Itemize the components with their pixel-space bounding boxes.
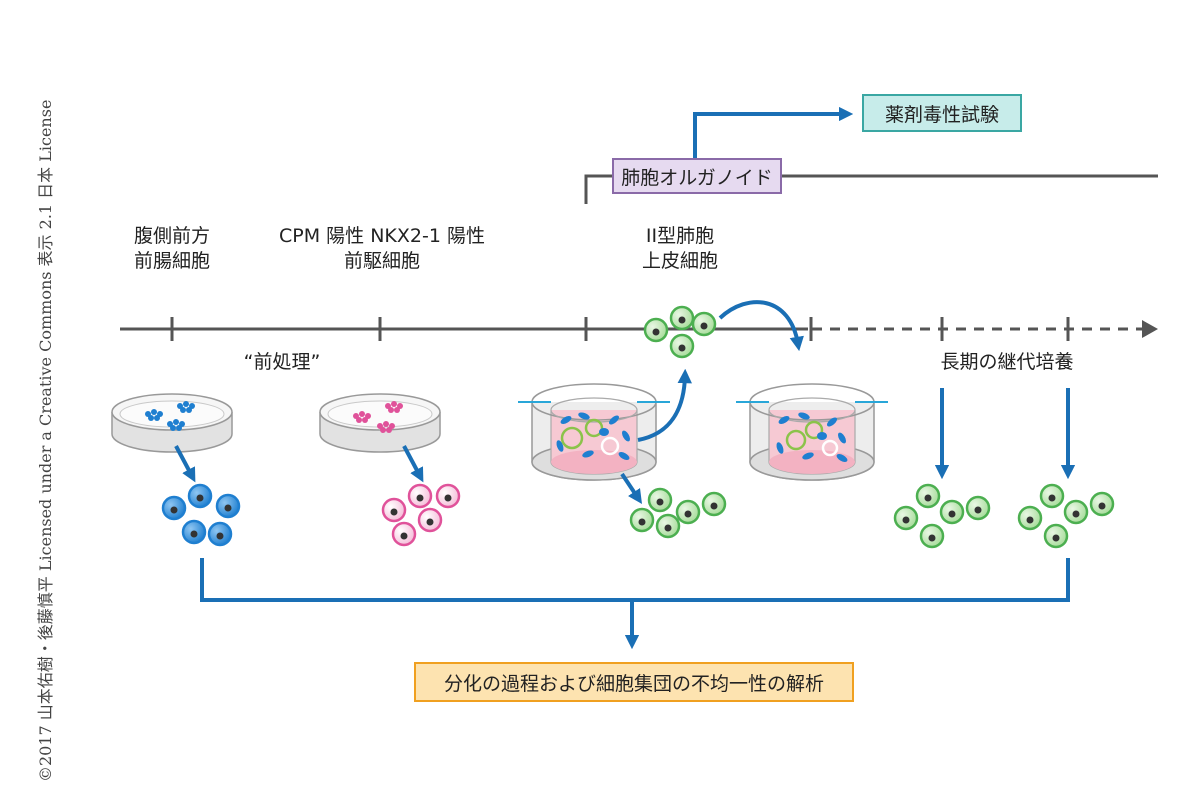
analysis-bracket <box>200 558 1070 602</box>
foregut-cell-cluster <box>161 483 241 547</box>
passage-culture-label: 長期の継代培養 <box>940 351 1074 373</box>
cell-nucleus <box>638 518 646 526</box>
transwell-output-cell-cluster <box>629 487 727 539</box>
cell-nucleus <box>1052 534 1060 542</box>
at2-cell-cluster <box>643 305 717 359</box>
toxicity-arrow <box>693 106 854 158</box>
copyright-credit: ©2017 山本佑樹・後藤慎平 Licensed under a Creativ… <box>36 99 55 782</box>
cell-nucleus <box>664 524 672 532</box>
cell-nucleus <box>216 532 224 540</box>
stage-label-foregut: 腹側前方 前腸細胞 <box>112 224 232 274</box>
stage-label-at2-line1: II型肺胞 <box>645 225 715 247</box>
cell-nucleus <box>1098 502 1106 510</box>
cell-nucleus <box>416 494 424 502</box>
transwell-culture-2 <box>736 383 888 481</box>
dish-foregut <box>111 393 233 453</box>
stage-label-progenitor-line1: CPM 陽性 NKX2-1 陽性 <box>279 225 485 247</box>
stage-label-at2: II型肺胞 上皮細胞 <box>620 224 740 274</box>
cell-nucleus <box>444 494 452 502</box>
cell-clusters <box>161 305 1115 549</box>
pretreatment-label: “前処理” <box>243 351 321 373</box>
organoid-bracket-left <box>584 174 612 204</box>
progenitor-cell-cluster <box>381 483 461 547</box>
cell-nucleus <box>1072 510 1080 518</box>
analysis-box: 分化の過程および細胞集団の不均一性の解析 <box>414 662 854 702</box>
organoid-box: 肺胞オルガノイド <box>612 158 782 194</box>
passage-cell-cluster-2 <box>1017 483 1115 549</box>
cell-nucleus <box>652 328 660 336</box>
cell-nucleus <box>974 506 982 514</box>
cell-nucleus <box>948 510 956 518</box>
stage-label-progenitor-line2: 前駆細胞 <box>343 250 420 272</box>
transwell-culture-1 <box>518 383 670 481</box>
cell-nucleus <box>390 508 398 516</box>
cell-nucleus <box>400 532 408 540</box>
cell-nucleus <box>1026 516 1034 524</box>
stage-label-progenitor: CPM 陽性 NKX2-1 陽性 前駆細胞 <box>252 224 512 274</box>
cell-nucleus <box>710 502 718 510</box>
cell-nucleus <box>196 494 204 502</box>
cell-nucleus <box>678 316 686 324</box>
cell-nucleus <box>224 504 232 512</box>
cell-nucleus <box>170 506 178 514</box>
cell-nucleus <box>1048 494 1056 502</box>
cell-nucleus <box>678 344 686 352</box>
cell-nucleus <box>684 510 692 518</box>
cell-nucleus <box>902 516 910 524</box>
process-arrows <box>174 300 1076 504</box>
dish-progenitor <box>319 393 441 453</box>
stage-label-at2-line2: 上皮細胞 <box>641 250 718 272</box>
cell-nucleus <box>700 322 708 330</box>
passage-cell-cluster-1 <box>893 483 991 549</box>
timeline-arrowhead <box>1142 320 1158 338</box>
cell-nucleus <box>924 494 932 502</box>
cell-nucleus <box>928 534 936 542</box>
cell-nucleus <box>190 530 198 538</box>
stage-label-foregut-line2: 前腸細胞 <box>133 250 210 272</box>
cell-nucleus <box>426 518 434 526</box>
toxicity-test-box: 薬剤毒性試験 <box>862 94 1022 132</box>
cell-nucleus <box>656 498 664 506</box>
stage-label-foregut-line1: 腹側前方 <box>133 225 210 247</box>
timeline <box>120 317 1158 341</box>
